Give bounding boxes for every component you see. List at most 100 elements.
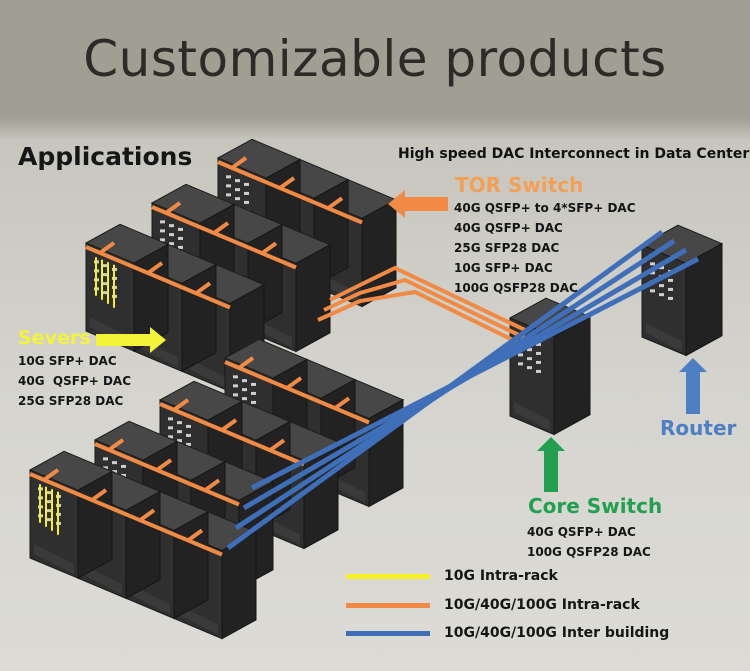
orange-cable-drop xyxy=(220,418,238,432)
rack-side xyxy=(77,470,113,580)
orange-cable-drop xyxy=(146,261,164,275)
page-title: Customizable products xyxy=(83,30,667,88)
rack-side xyxy=(553,315,591,436)
tor-arrow-icon xyxy=(388,190,448,218)
rack-side xyxy=(221,531,257,640)
orange-cable-drop xyxy=(164,201,182,215)
product-item: 100G QSFP28 DAC xyxy=(454,281,578,295)
rack-plinth xyxy=(34,544,74,575)
core-switch-products: 40G QSFP+ DAC 100G QSFP28 DAC xyxy=(527,522,651,562)
legend-label: 10G/40G/100G Inter building xyxy=(444,625,670,641)
rack-plinth xyxy=(186,357,226,388)
servers-label: Severs xyxy=(18,327,91,349)
rack-vent xyxy=(103,273,108,277)
tor-switch-products: 40G QSFP+ to 4*SFP+ DAC 40G QSFP+ DAC 25… xyxy=(454,198,636,298)
orange-cable-drop xyxy=(138,508,156,522)
rack-vent xyxy=(235,197,240,201)
rack-vent xyxy=(235,179,240,183)
orange-cable-drop xyxy=(186,528,204,542)
orange-cable-drop xyxy=(333,396,351,410)
orange-trunk xyxy=(329,265,526,332)
rack-vent xyxy=(47,500,52,504)
rack-side xyxy=(685,242,723,357)
arrows xyxy=(96,190,707,492)
router-label: Router xyxy=(660,416,737,440)
rack-vent xyxy=(186,442,191,446)
section-heading: Applications xyxy=(18,142,193,171)
rack-vent xyxy=(251,400,256,404)
rack-vent xyxy=(650,289,655,293)
blue-cable xyxy=(250,256,700,491)
rack-vent xyxy=(659,266,664,270)
rack-vent xyxy=(160,220,165,224)
orange-cable-drop xyxy=(237,356,255,370)
rack-vent xyxy=(178,245,183,249)
product-item: 40G QSFP+ to 4*SFP+ DAC xyxy=(454,201,636,215)
servers-arrow-icon xyxy=(96,327,166,353)
orange-cable-drop xyxy=(172,398,190,412)
product-item: 25G SFP28 DAC xyxy=(454,241,560,255)
rack-plinth xyxy=(178,604,218,635)
rack-vent xyxy=(168,435,173,439)
rack-vent xyxy=(47,509,52,513)
rack-vent xyxy=(177,421,182,425)
rack-vent xyxy=(244,200,249,204)
cables xyxy=(29,156,700,557)
rack-vent xyxy=(536,342,541,346)
rack-vent xyxy=(668,296,673,300)
legend-item-orange: 10G/40G/100G Intra-rack xyxy=(346,595,640,615)
rack-vent xyxy=(47,491,52,495)
orange-cable-drop xyxy=(260,241,278,255)
rack-vent xyxy=(112,461,117,465)
rack-vent xyxy=(178,236,183,240)
rack-vent xyxy=(527,357,532,361)
orange-cable-drop xyxy=(212,221,230,235)
orange-cable xyxy=(217,160,363,225)
orange-trunk xyxy=(317,289,526,348)
rack-plinth xyxy=(646,323,682,352)
rack-cabinet xyxy=(28,450,114,580)
rack-vent xyxy=(186,433,191,437)
legend-label: 10G Intra-rack xyxy=(444,568,558,584)
rack-cabinet xyxy=(640,224,724,357)
orange-cable xyxy=(151,205,297,270)
rack-vent xyxy=(668,287,673,291)
router-arrow-icon xyxy=(679,358,707,414)
rack-side xyxy=(181,263,217,373)
rack-vent xyxy=(177,439,182,443)
rack-vent xyxy=(536,360,541,364)
rack-vent xyxy=(233,393,238,397)
rack-vent xyxy=(178,227,183,231)
orange-cable-drop xyxy=(230,156,248,170)
rack-vent xyxy=(242,379,247,383)
rack-cabinet xyxy=(84,223,170,353)
rack-vent xyxy=(103,282,108,286)
rack-vent xyxy=(168,417,173,421)
core-switch-label: Core Switch xyxy=(528,494,663,518)
rack-vent xyxy=(244,182,249,186)
rack-vent xyxy=(186,424,191,428)
diagram-subtitle: High speed DAC Interconnect in Data Cent… xyxy=(398,146,750,162)
orange-cable xyxy=(94,442,240,507)
legend-swatch xyxy=(346,573,430,579)
rack-vent xyxy=(233,375,238,379)
rack-vent xyxy=(103,264,108,268)
product-item: 10G SFP+ DAC xyxy=(18,354,117,368)
rack-vent xyxy=(536,351,541,355)
rack-plinth xyxy=(130,584,170,615)
product-item: 40G QSFP+ DAC xyxy=(18,374,132,388)
orange-cable-drop xyxy=(194,281,212,295)
product-item: 100G QSFP28 DAC xyxy=(527,545,651,559)
orange-cable-drop xyxy=(42,468,60,482)
orange-trunk xyxy=(323,277,526,340)
servers-products: 10G SFP+ DAC 40G QSFP+ DAC 25G SFP28 DAC xyxy=(18,351,131,411)
orange-cable-drop xyxy=(268,438,286,452)
orange-cable-drop xyxy=(203,478,221,492)
rack-plinth xyxy=(82,564,122,595)
product-item: 40G QSFP+ DAC xyxy=(527,525,636,539)
orange-cable-drop xyxy=(155,458,173,472)
rack-vent xyxy=(659,293,664,297)
rack-vent xyxy=(668,278,673,282)
